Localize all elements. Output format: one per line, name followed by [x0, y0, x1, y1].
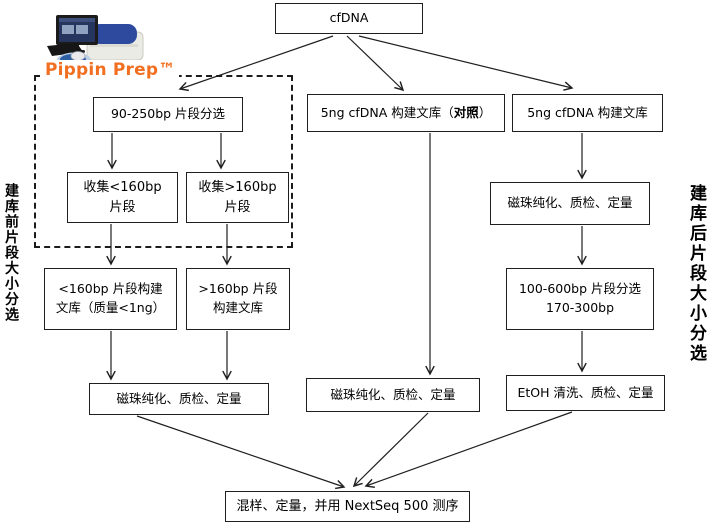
arrow-cfdna-to-lib-plain — [358, 35, 574, 91]
node-beads-purify-mid-label: 磁珠纯化、质检、定量 — [330, 386, 456, 402]
node-pool-and-sequence: 混样、定量，并用 NextSeq 500 测序 — [225, 491, 470, 522]
node-library-control-label: 5ng cfDNA 构建文库（对照） — [321, 104, 492, 123]
library-control-prefix: 5ng cfDNA 构建文库（ — [320, 104, 454, 120]
node-collect-lt160: 收集<160bp 片段 — [67, 172, 178, 223]
node-collect-gt160-line2: 片段 — [224, 199, 251, 215]
node-beads-purify-left: 磁珠纯化、质检、定量 — [89, 383, 269, 415]
node-lib-lt160: <160bp 片段构建 文库（质量<1ng） — [44, 268, 177, 330]
library-control-suffix: ） — [478, 104, 492, 120]
arrow-cfdna-to-lib-control — [346, 35, 405, 92]
node-lib-gt160-line2: 构建文库 — [212, 300, 263, 315]
arrow-cfdna-to-frag-select — [178, 35, 334, 92]
node-size-select-post-line1: 100-600bp 片段分选 — [518, 281, 642, 297]
node-beads-purify-mid: 磁珠纯化、质检、定量 — [306, 378, 480, 412]
pippin-prep-instrument-image — [45, 2, 145, 68]
node-library-control: 5ng cfDNA 构建文库（对照） — [307, 94, 505, 132]
library-control-emphasis: 对照 — [453, 104, 479, 120]
node-frag-select-label: 90-250bp 片段分选 — [110, 106, 226, 122]
node-etoh-wash-label: EtOH 清洗、质检、定量 — [517, 384, 654, 400]
node-size-select-post: 100-600bp 片段分选 170-300bp — [506, 268, 654, 330]
node-collect-gt160-line1: 收集>160bp — [198, 180, 277, 195]
side-label-pre-library: 建库前片段大小分选 — [3, 183, 19, 323]
node-lib-lt160-line2: 文库（质量<1ng） — [55, 300, 166, 315]
node-library-plain-label: 5ng cfDNA 构建文库 — [527, 104, 648, 120]
node-collect-gt160: 收集>160bp 片段 — [186, 172, 289, 223]
side-label-post-library: 建库后片段大小分选 — [686, 184, 706, 364]
node-beads-purify-right: 磁珠纯化、质检、定量 — [490, 182, 650, 225]
monitor-icon — [56, 15, 98, 53]
node-library-plain: 5ng cfDNA 构建文库 — [512, 94, 663, 132]
node-lib-gt160: >160bp 片段 构建文库 — [186, 268, 290, 330]
node-frag-select-90-250: 90-250bp 片段分选 — [93, 97, 243, 132]
node-cfdna-label: cfDNA — [329, 10, 369, 26]
node-pool-and-sequence-label: 混样、定量，并用 NextSeq 500 测序 — [236, 498, 459, 514]
pippin-prep-logo: Pippin Prep™ — [41, 60, 180, 80]
node-beads-purify-left-label: 磁珠纯化、质检、定量 — [116, 390, 242, 406]
node-cfdna: cfDNA — [275, 3, 423, 34]
arrow-beads-mid-to-final — [352, 412, 429, 488]
node-size-select-post-line2: 170-300bp — [545, 300, 615, 315]
node-collect-lt160-line2: 片段 — [109, 199, 136, 215]
arrow-etoh-to-final — [364, 411, 573, 488]
node-beads-purify-right-label: 磁珠纯化、质检、定量 — [507, 195, 633, 211]
node-lib-lt160-line1: <160bp 片段构建 — [58, 281, 163, 297]
node-etoh-wash: EtOH 清洗、质检、定量 — [506, 375, 665, 411]
node-collect-lt160-line1: 收集<160bp — [83, 180, 162, 195]
arrow-beads-left-to-final — [136, 415, 346, 490]
node-lib-gt160-line1: >160bp 片段 — [198, 281, 278, 297]
